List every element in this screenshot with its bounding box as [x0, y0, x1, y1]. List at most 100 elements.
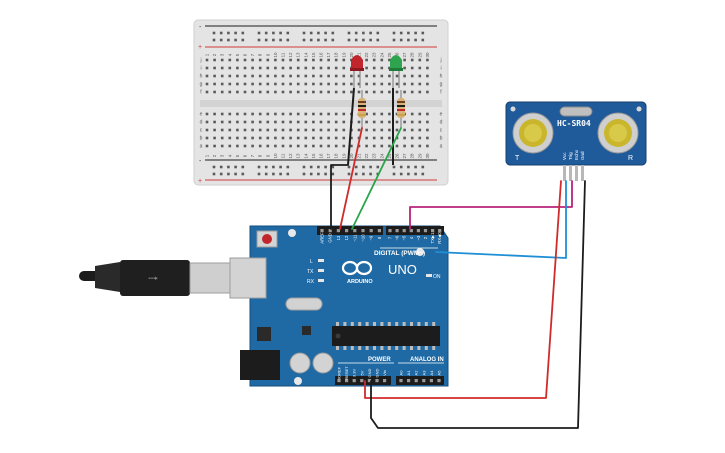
resistor-green-band-2 [397, 105, 405, 107]
rail-hole [219, 31, 223, 35]
header-pin[interactable] [352, 379, 356, 383]
header-pin[interactable] [395, 229, 399, 233]
header-pin[interactable] [388, 229, 392, 233]
header-pin[interactable] [377, 229, 381, 233]
header-pin[interactable] [422, 379, 426, 383]
bottom-rail-holes [212, 165, 425, 176]
power-jack[interactable] [240, 350, 280, 380]
breadboard-hole [403, 74, 406, 78]
breadboard-hole [228, 112, 232, 116]
header-pin[interactable] [414, 379, 418, 383]
breadboard-hole [289, 144, 292, 148]
header-pin[interactable] [345, 379, 349, 383]
header-pin[interactable] [437, 379, 441, 383]
breadboard-hole [274, 112, 277, 116]
breadboard-hole [357, 82, 361, 86]
breadboard-hole [342, 66, 346, 70]
breadboard-hole [205, 66, 209, 70]
header-pin[interactable] [320, 229, 324, 233]
breadboard-hole [266, 144, 270, 148]
column-number: 18 [334, 52, 339, 58]
wire-green-pin10-to-resistor[interactable] [351, 127, 402, 230]
breadboard-hole [258, 90, 262, 94]
breadboard-hole [289, 82, 292, 86]
header-pin[interactable] [438, 229, 442, 233]
top-pin-label: TX▶1 [430, 232, 435, 244]
breadboard-hole [403, 66, 406, 70]
header-pin[interactable] [383, 379, 387, 383]
rail-hole [369, 165, 372, 169]
sensor-pin-trig[interactable] [569, 165, 572, 181]
resistor-red-led[interactable] [358, 90, 366, 128]
breadboard-hole [334, 128, 338, 132]
header-pin[interactable] [361, 229, 365, 233]
header-pin[interactable] [409, 229, 413, 233]
wire-blue-pin2-to-echo[interactable] [435, 180, 567, 259]
header-pin[interactable] [431, 229, 435, 233]
header-pin[interactable] [328, 229, 332, 233]
led-red-ground-jumper[interactable] [347, 87, 355, 166]
red-led[interactable] [350, 55, 364, 88]
header-pin[interactable] [416, 229, 420, 233]
breadboard-hole [251, 90, 254, 94]
rail-hole [347, 38, 351, 42]
header-pin[interactable] [337, 379, 341, 383]
wire-magenta-pin4-to-trig[interactable] [409, 180, 573, 230]
header-pin[interactable] [369, 229, 373, 233]
breadboard-hole [380, 58, 384, 62]
header-pin[interactable] [407, 379, 411, 383]
column-number: 4 [227, 53, 232, 56]
sensor-pin-echo[interactable] [575, 165, 578, 181]
rail-hole [309, 38, 313, 42]
resistor-green-led[interactable] [397, 90, 405, 128]
row-letter: i [200, 66, 201, 72]
green-led[interactable] [389, 55, 403, 88]
wire-black-gnd-to-breadboard[interactable] [330, 164, 349, 230]
usb-cable[interactable]: ⭬ [79, 260, 233, 296]
wire-red-5v-to-vcc[interactable] [364, 180, 562, 399]
header-pin[interactable] [399, 379, 403, 383]
header-pin[interactable] [423, 229, 428, 233]
rail-hole [227, 38, 230, 42]
rail-hole [407, 31, 410, 35]
header-pin[interactable] [336, 229, 340, 233]
usb-port[interactable] [229, 257, 267, 299]
rail-hole [362, 38, 365, 42]
header-pin[interactable] [429, 379, 433, 383]
header-pin[interactable] [360, 379, 364, 383]
header-pin[interactable] [367, 379, 371, 383]
breadboard-hole [220, 144, 224, 148]
header-pin[interactable] [375, 379, 379, 383]
chip-pin [343, 346, 347, 350]
sensor-pin-vcc[interactable] [563, 165, 566, 181]
breadboard-hole [296, 120, 300, 124]
breadboard-hole [357, 90, 361, 94]
chip-pin [373, 346, 376, 350]
rail-hole [421, 31, 425, 35]
breadboard-hole [418, 112, 422, 116]
breadboard-hole [281, 112, 285, 116]
header-pin[interactable] [345, 229, 349, 233]
power-header-label: POWER [368, 357, 391, 363]
mounting-hole-3 [294, 377, 302, 385]
reset-button[interactable] [262, 234, 272, 244]
rail-hole [324, 38, 327, 42]
header-pin[interactable] [353, 229, 357, 233]
ultrasonic-sensor[interactable]: HC-SR04 T R Vcc Trig Echo Gnd [505, 101, 647, 181]
column-number: 30 [425, 153, 430, 159]
column-number: 16 [319, 153, 324, 159]
usb-cable-strain-relief [95, 262, 120, 292]
row-letter: h [440, 74, 443, 80]
rail-hole [392, 172, 396, 176]
led-tx-icon [318, 269, 324, 272]
sensor-pin-gnd[interactable] [581, 165, 584, 181]
rail-hole [421, 38, 425, 42]
wire-red-pin12-to-resistor[interactable] [339, 127, 363, 230]
header-pin[interactable] [402, 229, 406, 233]
wire-black-gnd-to-sensor-gnd[interactable] [370, 180, 586, 429]
power-pin-label: GND [375, 368, 380, 377]
rail-hole [257, 165, 261, 169]
column-number: 29 [417, 52, 422, 58]
